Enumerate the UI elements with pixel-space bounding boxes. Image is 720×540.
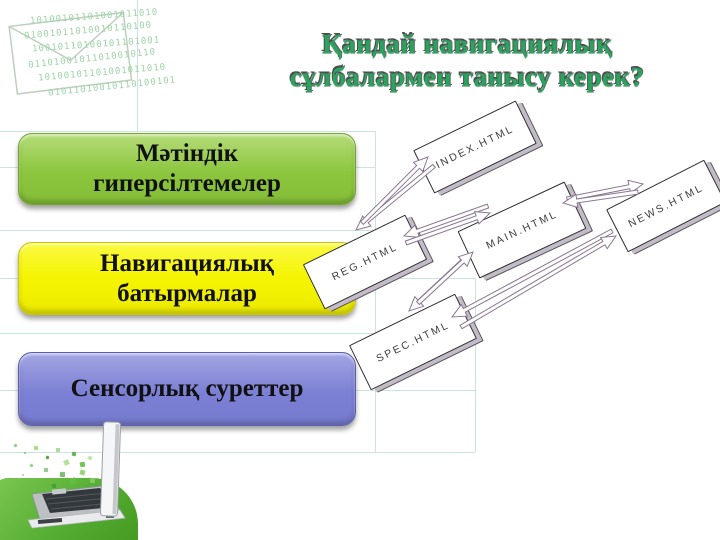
button-label: Мәтіндік	[135, 140, 239, 167]
grid-line	[0, 452, 475, 453]
grid-line	[137, 0, 138, 131]
page-node-main: MAIN.HTML	[457, 181, 587, 279]
button-sensor-images[interactable]: Сенсорлық суреттер	[18, 352, 356, 426]
slide-title-line2: сұлбалармен танысу керек?	[289, 62, 645, 92]
page-node-reg: REG.HTML	[302, 214, 428, 310]
button-label: батырмалар	[117, 279, 257, 307]
page-node-label: NEWS.HTML	[626, 181, 706, 231]
laptop-icon	[27, 421, 126, 529]
grid-line	[0, 333, 375, 334]
page-node-label: SPEC.HTML	[374, 319, 452, 365]
slide-title-line1: Қандай навигациялық	[321, 29, 613, 59]
button-label: гиперсілтемелер	[93, 170, 281, 197]
slide-title: Қандай навигациялық сұлбалармен танысу к…	[207, 28, 720, 94]
button-label: Сенсорлық суреттер	[70, 375, 304, 402]
button-text-hyperlinks[interactable]: Мәтіндік гиперсілтемелер	[18, 133, 356, 205]
page-node-spec: SPEC.HTML	[349, 293, 477, 391]
green-pixel-particle	[13, 443, 18, 448]
page-node-label: REG.HTML	[330, 240, 400, 284]
page-node-index: INDEX.HTML	[413, 100, 537, 194]
button-navigation-buttons[interactable]: Навигациялық батырмалар	[18, 242, 356, 315]
grid-line	[475, 278, 476, 452]
grid-line	[375, 131, 376, 452]
page-node-label: MAIN.HTML	[484, 208, 560, 252]
page-node-label: INDEX.HTML	[433, 122, 517, 172]
grid-line	[0, 131, 375, 132]
grid-line	[0, 230, 375, 231]
page-node-news: NEWS.HTML	[606, 159, 720, 253]
button-label: Навигациялық	[100, 249, 274, 277]
envelope-icon	[8, 11, 133, 95]
